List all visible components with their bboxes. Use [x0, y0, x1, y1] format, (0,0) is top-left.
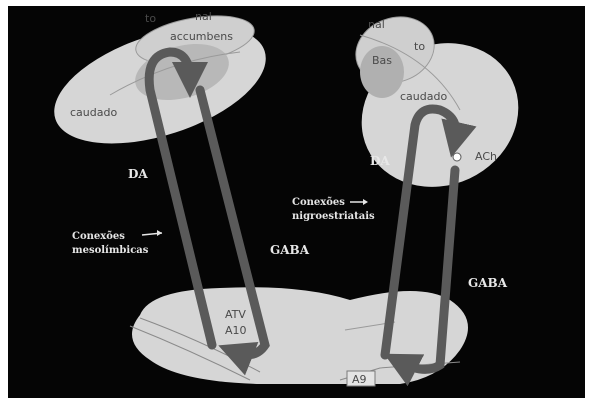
mesolimbic-caption-line2: mesolímbicas: [72, 245, 149, 256]
nigrostriatal-pointer-head: [363, 199, 368, 205]
left-label-to: to: [145, 12, 156, 25]
right-label-ach: ACh: [475, 150, 497, 163]
right-label-to: to: [414, 40, 425, 53]
label-atv: ATV: [225, 308, 246, 321]
right-label-nal: nal: [368, 18, 385, 31]
mesolimbic-caption-line1: Conexões: [72, 231, 125, 242]
nigrostriatal-caption-line1: Conexões: [292, 197, 345, 208]
label-a10: A10: [225, 324, 247, 337]
right-label-bas: Bas: [372, 54, 392, 67]
left-label-nal: nal: [195, 10, 212, 23]
nigrostriatal-caption-line2: nigroestriatais: [292, 211, 375, 222]
label-da-right: DA: [370, 154, 390, 168]
label-gaba-right: GABA: [468, 276, 508, 290]
label-a9: A9: [352, 373, 367, 386]
right-label-caudado: caudado: [400, 90, 447, 103]
mesolimbic-pointer-head: [157, 230, 162, 236]
left-label-caudado: caudado: [70, 106, 117, 119]
label-gaba-left: GABA: [270, 243, 310, 257]
label-da-left: DA: [128, 167, 148, 181]
nigrostriatal-caption: Conexões nigroestriatais: [292, 197, 375, 222]
ach-neuron-marker: [453, 153, 461, 161]
left-label-accumbens: accumbens: [170, 30, 233, 43]
mesolimbic-caption: Conexões mesolímbicas: [72, 230, 162, 256]
